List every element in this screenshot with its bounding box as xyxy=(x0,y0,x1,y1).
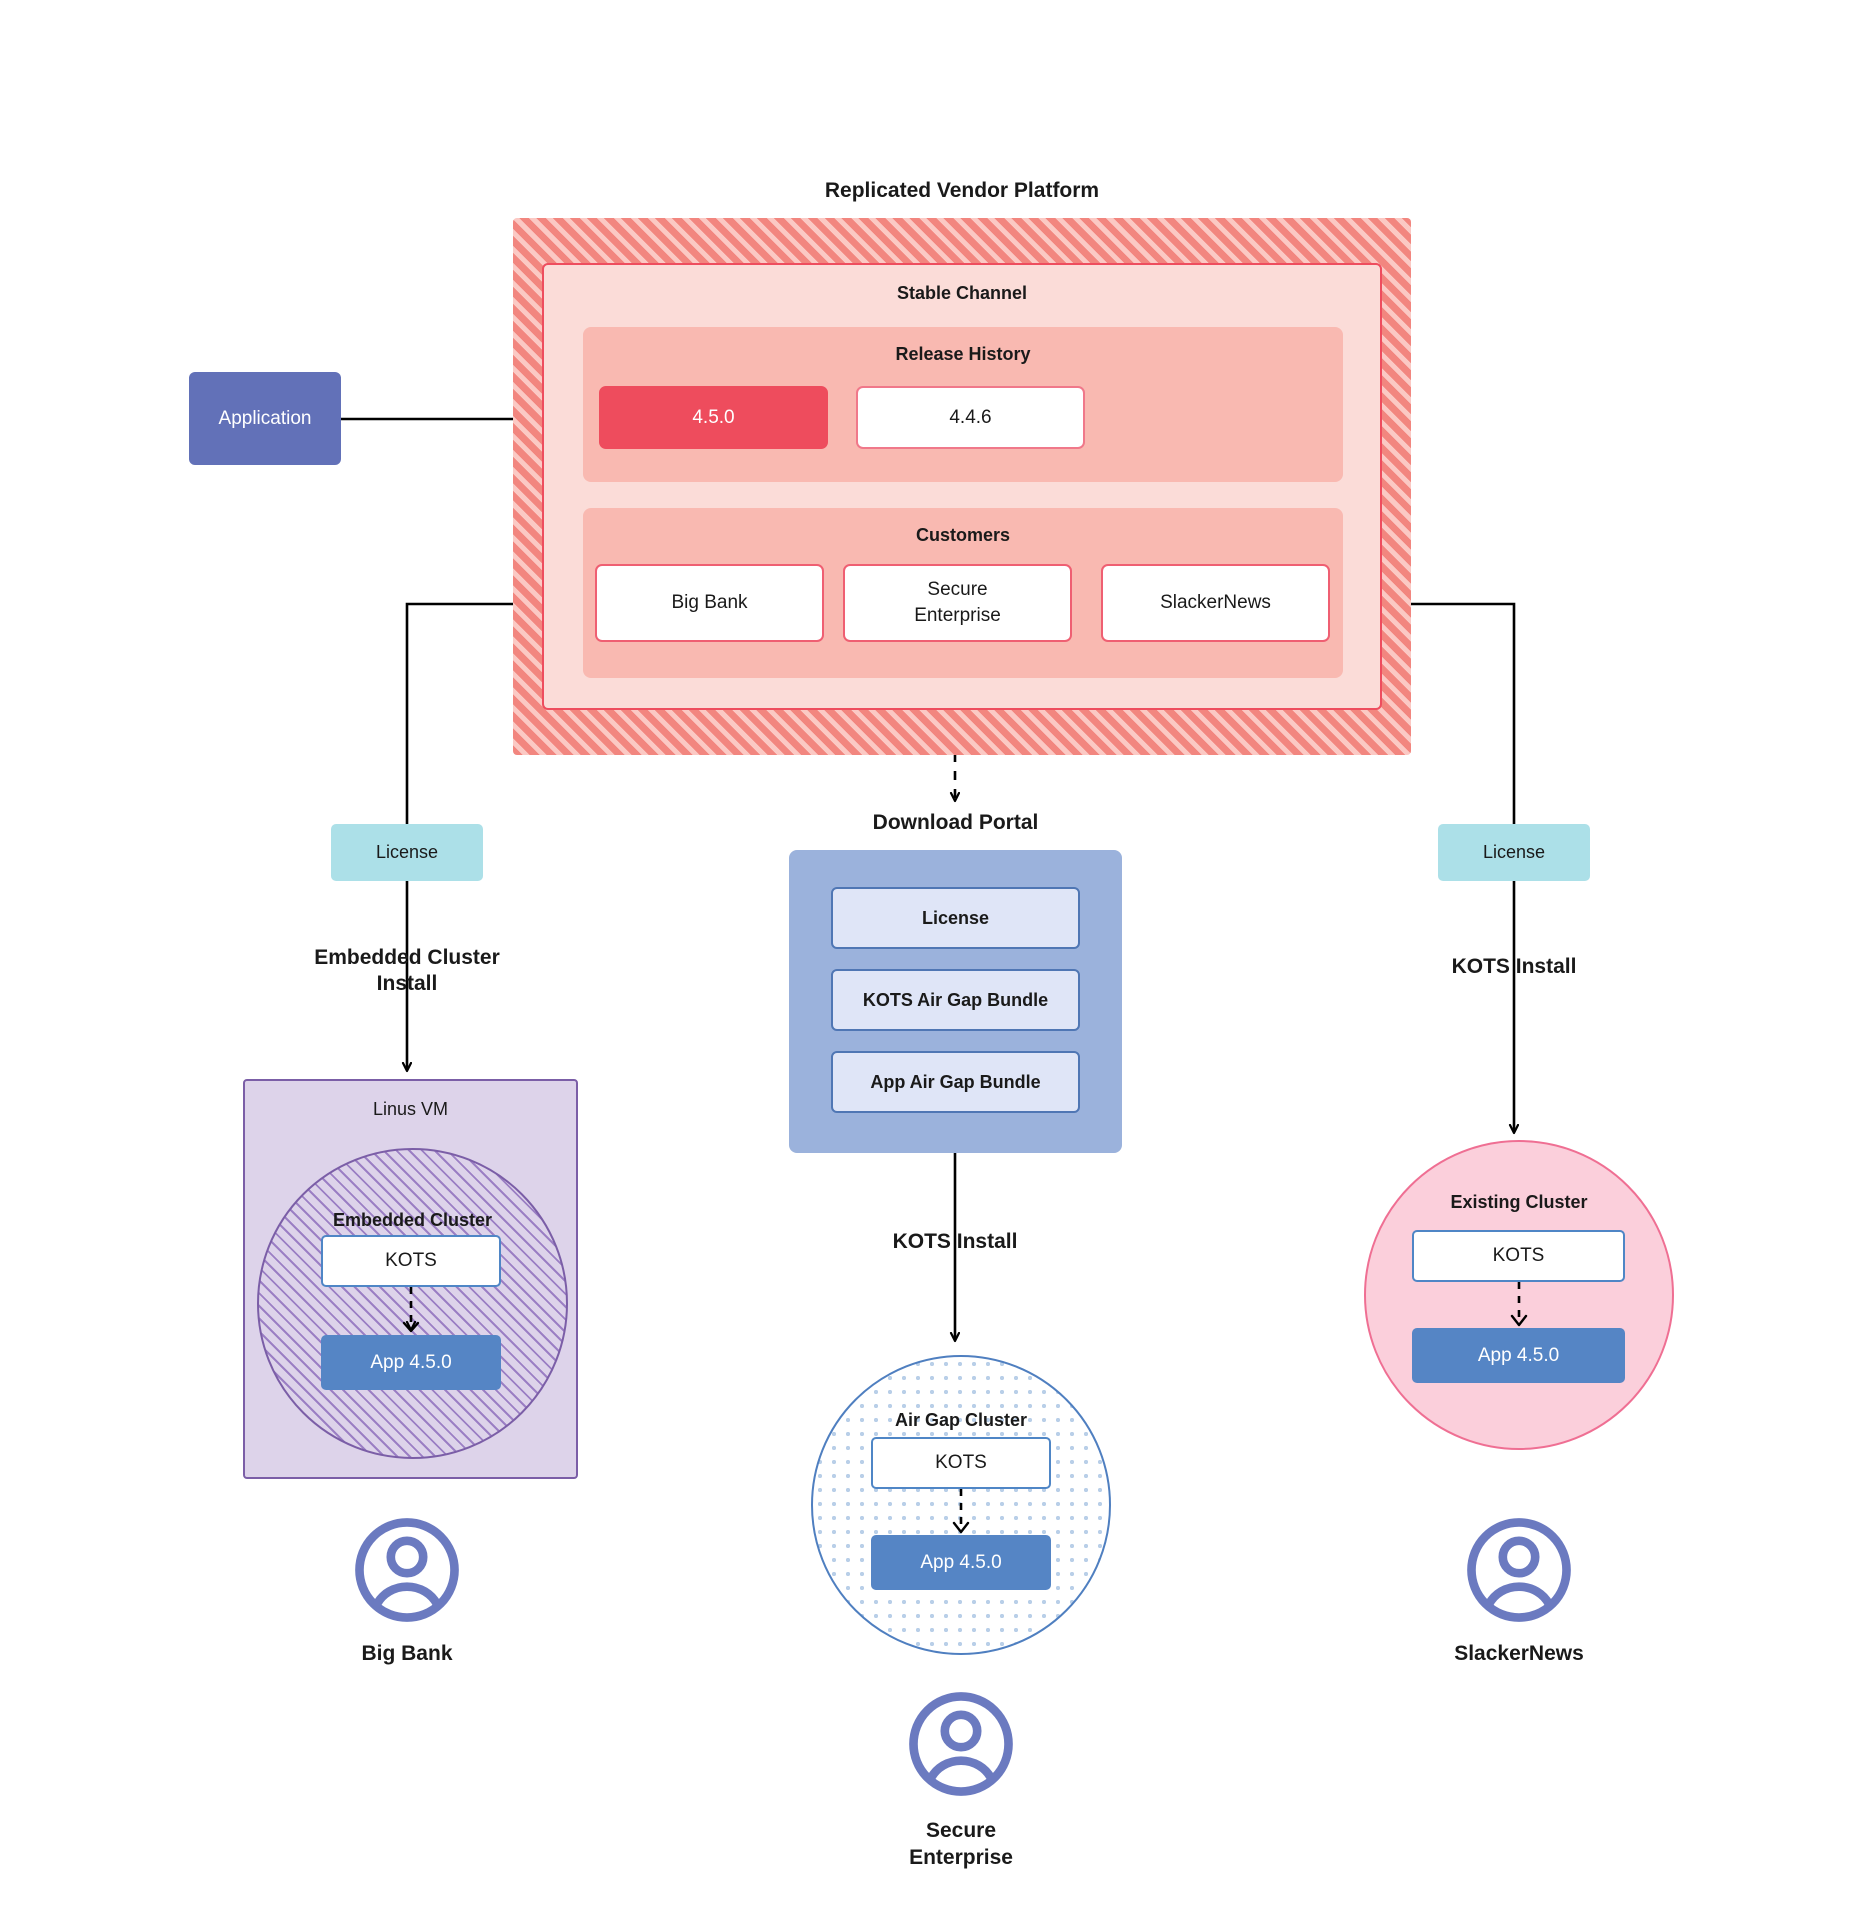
user-avatar-icon xyxy=(355,1518,459,1622)
application-box[interactable]: Application xyxy=(189,372,341,465)
page-title: Replicated Vendor Platform xyxy=(824,179,1100,202)
embedded-kots-to-app-arrow xyxy=(402,1287,420,1333)
existing-cluster-circle: Existing Cluster xyxy=(1364,1140,1674,1450)
download-portal-title: Download Portal xyxy=(872,811,1039,834)
release-chip-current[interactable]: 4.5.0 xyxy=(599,386,828,449)
user-avatar-icon xyxy=(909,1692,1013,1796)
kots-chip-existing[interactable]: KOTS xyxy=(1412,1230,1625,1282)
install-label-airgap: KOTS Install xyxy=(892,1230,1018,1253)
linus-vm-label: Linus VM xyxy=(372,1099,449,1119)
embedded-cluster-circle: Embedded Cluster xyxy=(257,1148,568,1459)
customer-chip-secure-enterprise[interactable]: Secure Enterprise xyxy=(843,564,1072,642)
air-gap-cluster-circle: Air Gap Cluster xyxy=(811,1355,1111,1655)
end-user-name-big-bank: Big Bank xyxy=(361,1642,453,1665)
airgap-kots-to-app-arrow xyxy=(952,1489,970,1534)
kots-chip-embedded[interactable]: KOTS xyxy=(321,1235,501,1287)
app-chip-embedded[interactable]: App 4.5.0 xyxy=(321,1335,501,1390)
end-user-name-slackernews: SlackerNews xyxy=(1454,1642,1584,1665)
portal-item-app-air-gap-bundle[interactable]: App Air Gap Bundle xyxy=(831,1051,1080,1113)
release-history-label: Release History xyxy=(895,344,1031,364)
air-gap-cluster-label: Air Gap Cluster xyxy=(894,1410,1028,1430)
license-chip-left[interactable]: License xyxy=(331,824,483,881)
portal-item-kots-air-gap-bundle[interactable]: KOTS Air Gap Bundle xyxy=(831,969,1080,1031)
portal-item-license[interactable]: License xyxy=(831,887,1080,949)
kots-chip-airgap[interactable]: KOTS xyxy=(871,1437,1051,1489)
embedded-cluster-label: Embedded Cluster xyxy=(332,1210,493,1230)
install-label-embedded: Embedded Cluster Install xyxy=(314,946,500,996)
app-chip-existing[interactable]: App 4.5.0 xyxy=(1412,1328,1625,1383)
install-label-existing: KOTS Install xyxy=(1451,955,1577,978)
release-history-panel: Release History 4.5.0 4.4.6 xyxy=(583,327,1343,482)
end-user-name-secure-enterprise: Secure Enterprise xyxy=(909,1819,1013,1870)
download-portal-box: License KOTS Air Gap Bundle App Air Gap … xyxy=(789,850,1122,1153)
release-chip-previous[interactable]: 4.4.6 xyxy=(856,386,1085,449)
existing-cluster-label: Existing Cluster xyxy=(1450,1192,1588,1212)
customer-chip-big-bank[interactable]: Big Bank xyxy=(595,564,824,642)
customers-panel: Customers Big Bank Secure Enterprise Sla… xyxy=(583,508,1343,678)
user-avatar-icon xyxy=(1467,1518,1571,1622)
app-chip-airgap[interactable]: App 4.5.0 xyxy=(871,1535,1051,1590)
license-chip-right[interactable]: License xyxy=(1438,824,1590,881)
existing-kots-to-app-arrow xyxy=(1510,1282,1528,1327)
customers-label: Customers xyxy=(915,525,1011,545)
stable-channel-label: Stable Channel xyxy=(896,283,1028,303)
customer-chip-slackernews[interactable]: SlackerNews xyxy=(1101,564,1330,642)
